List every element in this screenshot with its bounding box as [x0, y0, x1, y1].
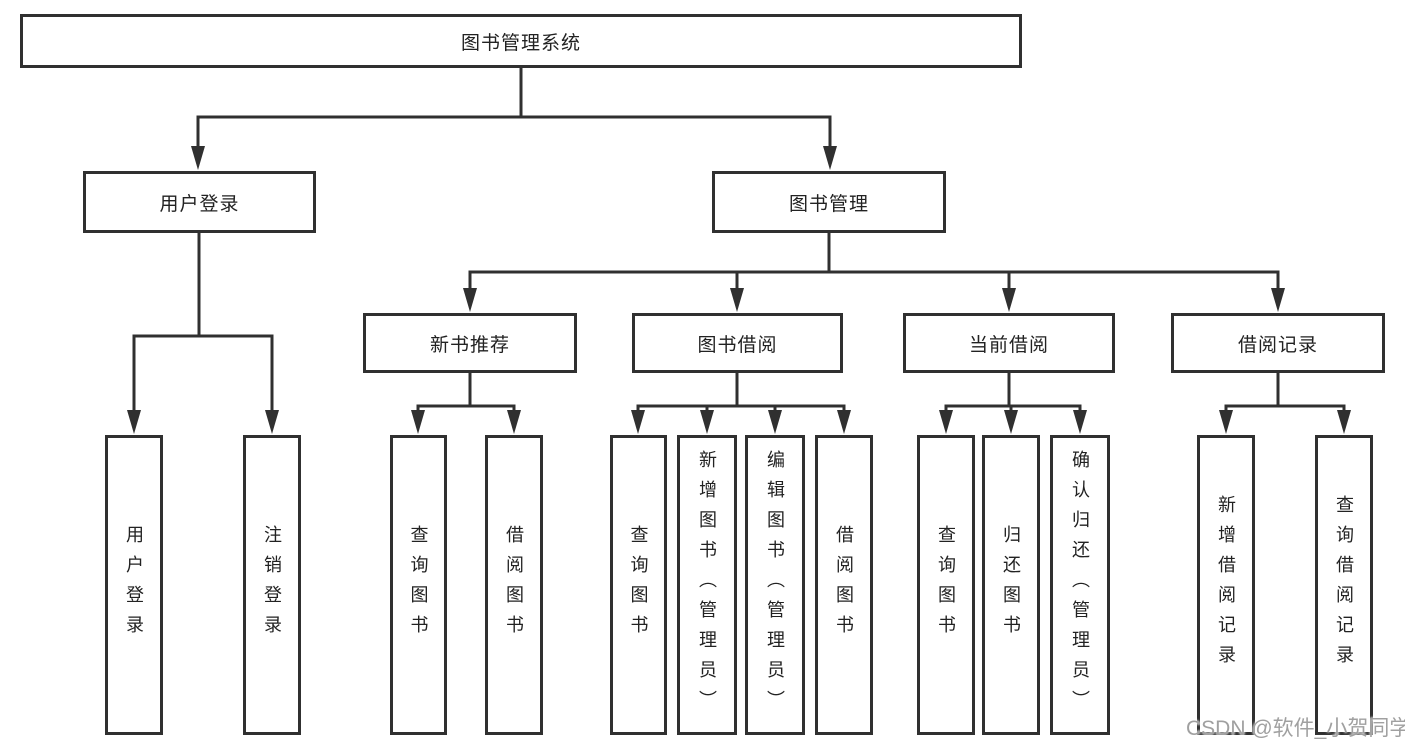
node-label: 图书管理: [788, 193, 869, 215]
leaf-return-books: 归还图书: [982, 435, 1040, 735]
node-user-login: 用户登录: [83, 171, 316, 233]
leaf-add-book-admin: 新增图书（管理员）: [677, 435, 737, 735]
leaf-edit-book-admin: 编辑图书（管理员）: [745, 435, 805, 735]
node-label: 新增图书（管理员）: [697, 450, 717, 720]
node-label: 查询图书: [936, 525, 956, 645]
node-label: 查询图书: [408, 525, 429, 645]
leaf-borrow-books-recommend: 借阅图书: [485, 435, 543, 735]
leaf-confirm-return-admin: 确认归还（管理员）: [1050, 435, 1110, 735]
node-label: 当前借阅: [968, 334, 1049, 356]
node-label: 借阅图书: [504, 525, 524, 645]
node-new-book-recommendation: 新书推荐: [363, 313, 577, 373]
node-label: 新书推荐: [429, 334, 510, 356]
leaf-user-login: 用户登录: [105, 435, 163, 735]
node-label: 归还图书: [1001, 525, 1021, 645]
leaf-query-books-borrow: 查询图书: [610, 435, 667, 735]
node-label: 图书管理系统: [460, 32, 581, 54]
csdn-watermark: CSDN @软件_小贺同学: [1186, 717, 1405, 740]
node-label: 新增借阅记录: [1216, 495, 1236, 675]
leaf-borrow-books: 借阅图书: [815, 435, 873, 735]
node-label: 用户登录: [124, 525, 144, 645]
node-label: 图书借阅: [697, 334, 778, 356]
node-borrowing-records: 借阅记录: [1171, 313, 1385, 373]
node-label: 编辑图书（管理员）: [765, 450, 785, 720]
leaf-query-borrow-record: 查询借阅记录: [1315, 435, 1373, 735]
node-book-borrowing: 图书借阅: [632, 313, 843, 373]
node-label: 借阅图书: [834, 525, 854, 645]
leaf-query-books-recommend: 查询图书: [390, 435, 447, 735]
node-label: 确认归还（管理员）: [1070, 450, 1090, 720]
leaf-logout: 注销登录: [243, 435, 301, 735]
node-label: 用户登录: [159, 193, 240, 215]
leaf-query-books-current: 查询图书: [917, 435, 975, 735]
node-label: 查询图书: [628, 525, 649, 645]
node-label: 查询借阅记录: [1334, 495, 1354, 675]
node-current-borrowing: 当前借阅: [903, 313, 1115, 373]
node-book-management: 图书管理: [712, 171, 946, 233]
node-label: 注销登录: [262, 525, 282, 645]
node-label: 借阅记录: [1237, 334, 1318, 356]
leaf-add-borrow-record: 新增借阅记录: [1197, 435, 1255, 735]
node-root-system: 图书管理系统: [20, 14, 1022, 68]
